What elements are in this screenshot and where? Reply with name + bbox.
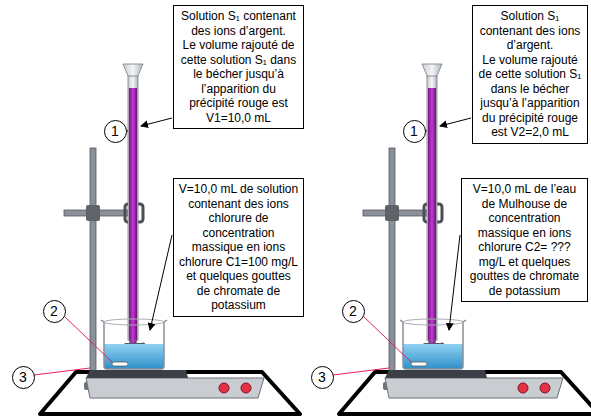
pointer-arrow — [141, 118, 172, 126]
text-box: V=10,0 mL de l’eau de Mulhouse de concen… — [461, 178, 588, 302]
callout-number: 3 — [19, 370, 27, 384]
text-box: V=10,0 mL de solution contenant des ions… — [173, 178, 304, 317]
callout-number: 1 — [111, 124, 119, 138]
callout-number: 3 — [318, 370, 326, 384]
callout-circle: 2 — [342, 300, 365, 323]
pointer-arrow — [440, 118, 471, 126]
callout-circle: 2 — [43, 300, 66, 323]
pointer-arrow — [449, 235, 460, 330]
box-text: Le volume rajouté de cette solution S₁ d… — [477, 53, 583, 140]
callout-number: 2 — [349, 304, 357, 318]
box-text: Solution S₁ contenant des ions d’argent. — [178, 9, 299, 38]
text-box: Solution S₁ contenant des ions d’argent.… — [472, 5, 588, 144]
callout-circle: 1 — [403, 120, 426, 143]
callout-circle: 3 — [311, 366, 334, 389]
box-text: Le volume rajouté de cette solution S₁ d… — [178, 38, 299, 125]
callout-number: 2 — [50, 304, 58, 318]
text-box: Solution S₁ contenant des ions d’argent.… — [173, 5, 304, 129]
box-text: Solution S₁ contenant des ions d’argent. — [477, 9, 583, 53]
pointer-arrow — [150, 235, 172, 330]
box-text: V=10,0 mL de solution contenant des ions… — [178, 182, 299, 313]
callout-number: 1 — [410, 124, 418, 138]
callout-circle: 1 — [104, 120, 127, 143]
box-text: V=10,0 mL de l’eau de Mulhouse de concen… — [466, 182, 583, 298]
callout-circle: 3 — [12, 366, 35, 389]
